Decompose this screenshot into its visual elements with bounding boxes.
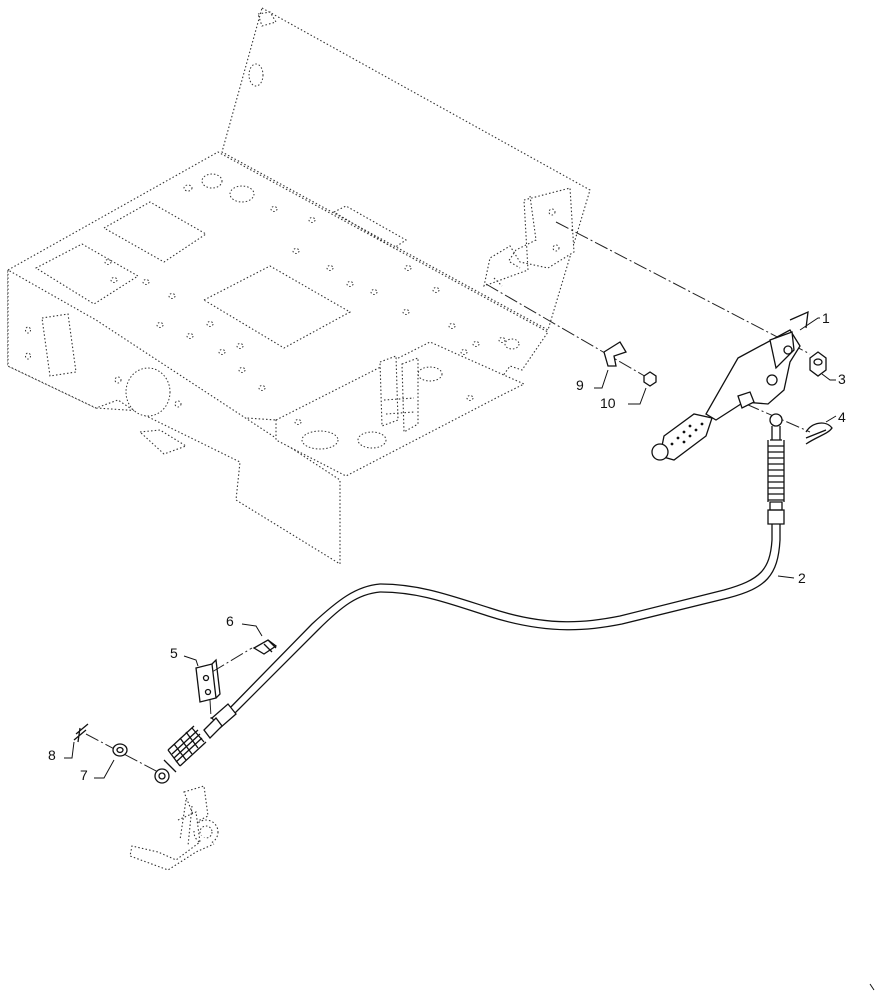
parking-brake-lever [651, 310, 809, 461]
brake-cable [154, 413, 785, 784]
corner-mark [869, 983, 875, 991]
svg-text:1: 1 [822, 310, 830, 326]
clip [603, 341, 627, 367]
svg-text:6: 6 [226, 613, 234, 629]
svg-text:2: 2 [798, 570, 806, 586]
callout-9[interactable]: 9 [576, 369, 609, 393]
svg-text:3: 3 [838, 371, 846, 387]
cotter-pin [805, 422, 833, 445]
callout-1[interactable]: 1 [799, 310, 830, 331]
bracket [195, 658, 221, 703]
svg-text:8: 8 [48, 747, 56, 763]
bolt [252, 639, 278, 655]
chassis-frame [7, 7, 591, 565]
callouts: 1 2 3 4 5 6 7 8 [48, 310, 846, 783]
small-nut [643, 371, 657, 387]
washer [112, 743, 128, 757]
callout-6[interactable]: 6 [226, 613, 263, 637]
brake-arm [129, 785, 219, 871]
callout-7[interactable]: 7 [80, 759, 115, 783]
spring-clip [73, 723, 89, 743]
svg-text:4: 4 [838, 409, 846, 425]
callout-3[interactable]: 3 [821, 371, 846, 387]
svg-text:7: 7 [80, 767, 88, 783]
svg-text:9: 9 [576, 377, 584, 393]
svg-text:10: 10 [600, 395, 616, 411]
nut [809, 351, 827, 377]
callout-5[interactable]: 5 [170, 645, 199, 667]
callout-2[interactable]: 2 [777, 570, 806, 586]
svg-text:5: 5 [170, 645, 178, 661]
callout-4[interactable]: 4 [825, 409, 846, 425]
callout-8[interactable]: 8 [48, 741, 75, 763]
callout-10[interactable]: 10 [600, 387, 647, 411]
